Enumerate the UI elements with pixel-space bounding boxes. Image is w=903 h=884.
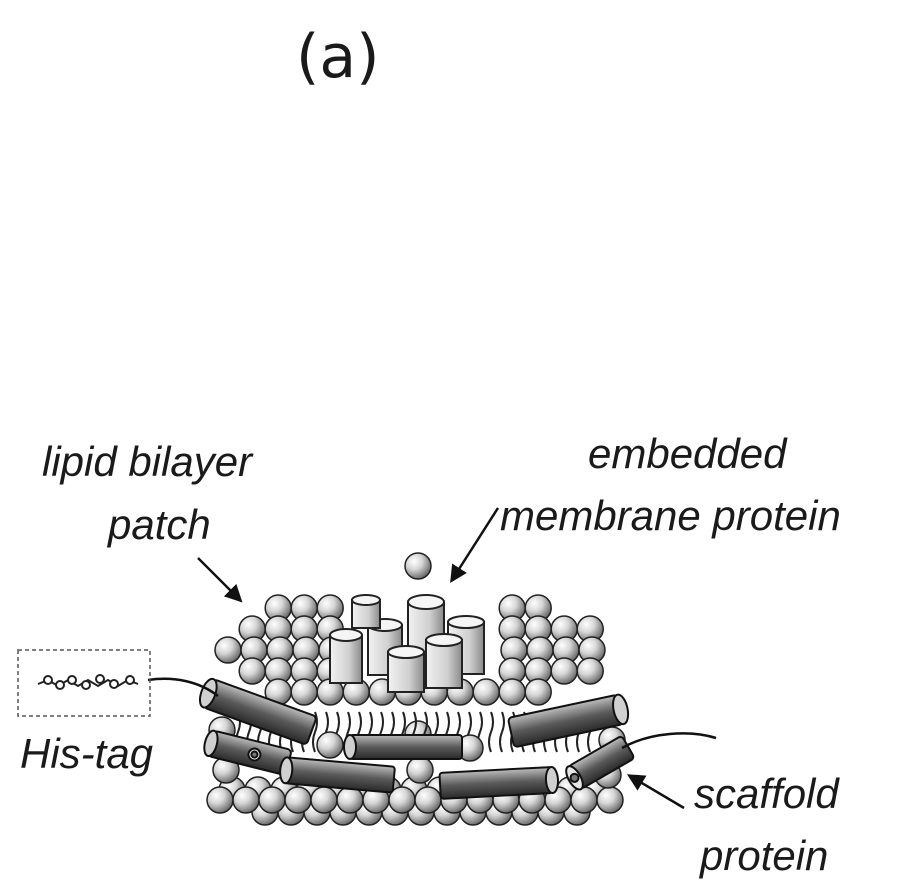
lipid-head-sphere	[571, 787, 597, 813]
lipid-head-sphere	[337, 787, 363, 813]
lipid-tail	[489, 712, 493, 752]
membrane-protein-arrow	[452, 508, 498, 580]
lipid-head-sphere	[317, 732, 343, 758]
lipid-head-sphere	[407, 757, 433, 783]
lipid-head-sphere	[285, 787, 311, 813]
scaffold-protein-arrow	[630, 776, 684, 808]
his-tag-chain	[38, 675, 138, 689]
lipid-head-sphere	[577, 658, 603, 684]
scaffold-rod-3	[344, 735, 462, 759]
lipid-head-sphere	[415, 787, 441, 813]
protein-helix-1	[330, 629, 362, 683]
lipid-head-sphere	[239, 658, 265, 684]
lipid-head-sphere	[215, 637, 241, 663]
scaffold-rod-6	[439, 767, 558, 799]
embedded-membrane-protein	[330, 595, 484, 692]
protein-helix-5	[426, 634, 462, 688]
lipid-head-sphere	[311, 787, 337, 813]
lipid-head-sphere	[291, 679, 317, 705]
lipid-head-sphere	[207, 787, 233, 813]
protein-helix-6	[388, 646, 424, 692]
lipid-bilayer-arrow	[198, 558, 240, 600]
lipid-head-sphere	[499, 679, 525, 705]
his-tag-linker-right	[622, 733, 716, 748]
lipid-tail	[500, 712, 504, 752]
lipid-head-sphere	[551, 658, 577, 684]
lipid-head-sphere	[597, 787, 623, 813]
lipid-head-sphere	[473, 679, 499, 705]
lipid-head-sphere	[525, 679, 551, 705]
protein-helix-7	[352, 595, 380, 628]
lipid-head-sphere	[233, 787, 259, 813]
lipid-head-sphere	[259, 787, 285, 813]
lipid-head-sphere	[405, 553, 431, 579]
